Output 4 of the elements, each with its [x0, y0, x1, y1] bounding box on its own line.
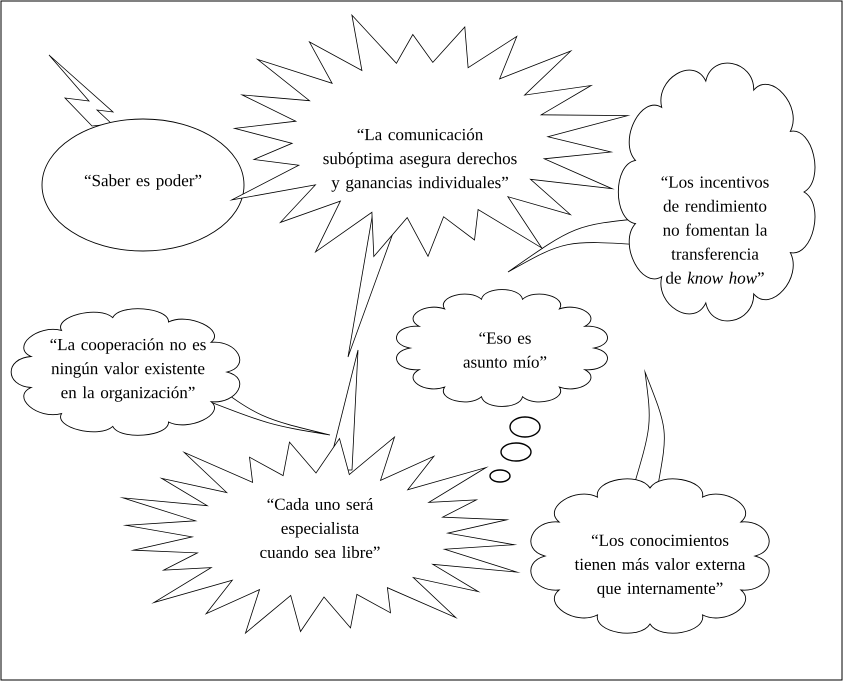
speech-bubble: “Saber es poder” [42, 54, 244, 252]
thought-bubble: “Eso es asunto mío” [396, 289, 608, 483]
cloud-bubble: “Los conocimientos tienen más valor externa que internamente” [530, 372, 770, 634]
cloud-bubble: “La cooperación no es ningún valor existente en la organización” [10, 308, 330, 436]
